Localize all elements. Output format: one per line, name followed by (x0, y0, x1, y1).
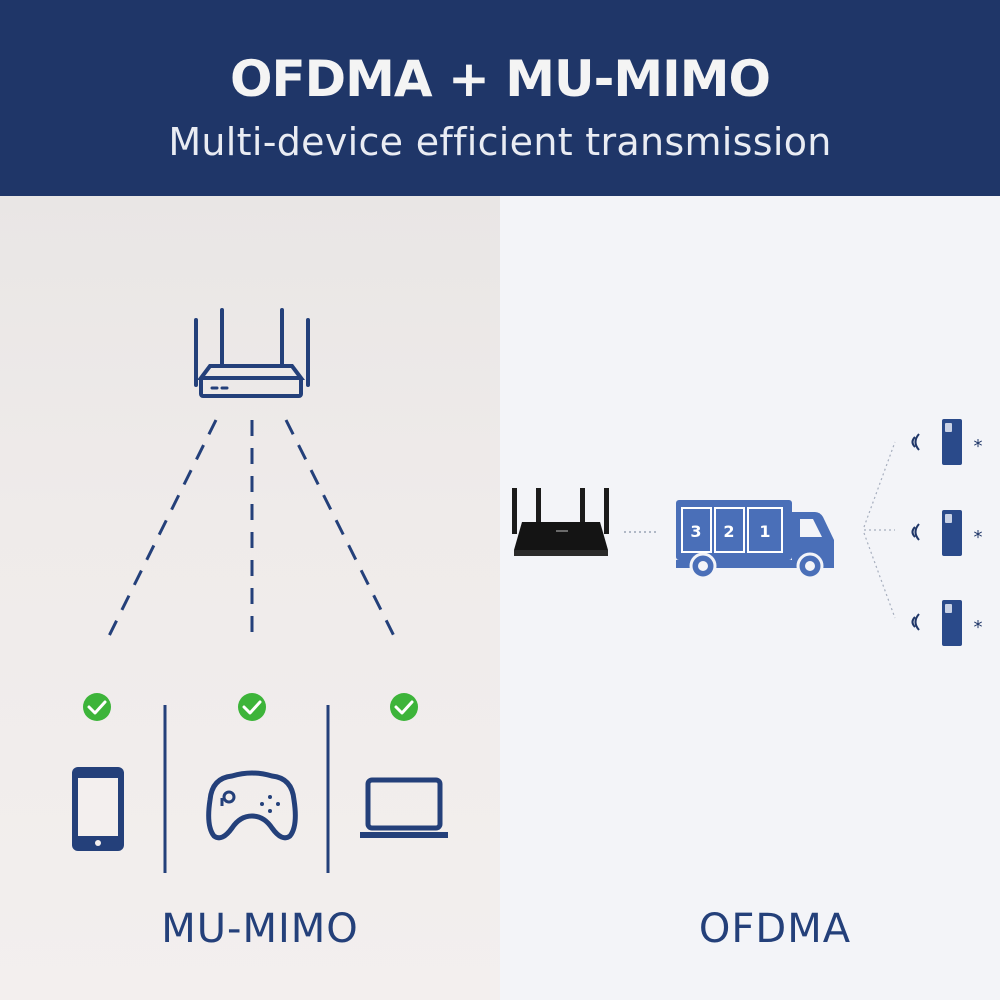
distribution-lines (863, 441, 896, 619)
laptop-icon (360, 777, 448, 838)
receiver-mark: * (974, 436, 983, 457)
mu-mimo-panel (0, 196, 500, 1000)
page-subtitle: Multi-device efficient transmission (168, 120, 832, 164)
receiver-mark: * (974, 527, 983, 548)
ofdma-label: OFDMA (698, 906, 852, 952)
receiver-mark: * (974, 617, 983, 638)
receiver-phone (911, 419, 962, 465)
truck-slot-label: 1 (759, 522, 770, 541)
check-icon (83, 693, 111, 721)
signal-beams (105, 419, 398, 641)
check-icon (238, 693, 266, 721)
truck-slot-label: 2 (723, 522, 734, 541)
gamepad-icon (206, 770, 298, 841)
ofdma-panel (500, 196, 1000, 1000)
router-icon (512, 488, 609, 556)
check-icon (390, 693, 418, 721)
wifi-icon (911, 613, 920, 631)
router-outline-icon (194, 308, 310, 398)
truck-icon (676, 500, 834, 580)
phone-icon (72, 767, 124, 851)
page-title: OFDMA + MU-MIMO (229, 50, 771, 108)
header-banner: OFDMA + MU-MIMO Multi-device efficient t… (0, 0, 1000, 196)
receiver-phone (911, 510, 962, 556)
receiver-phone (911, 600, 962, 646)
truck-slot-label: 3 (690, 522, 701, 541)
wifi-icon (911, 523, 920, 541)
mu-mimo-label: MU-MIMO (161, 906, 359, 952)
wifi-icon (911, 433, 920, 451)
